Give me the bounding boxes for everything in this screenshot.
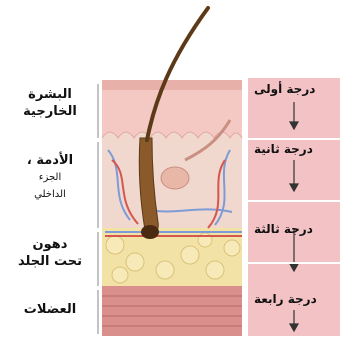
degree-third: درجة ثالثة [254, 222, 313, 236]
degree-first: درجة أولى [254, 82, 315, 96]
degree-fourth: درجة رابعة [254, 292, 317, 306]
degree-second: درجة ثانية [254, 142, 313, 156]
